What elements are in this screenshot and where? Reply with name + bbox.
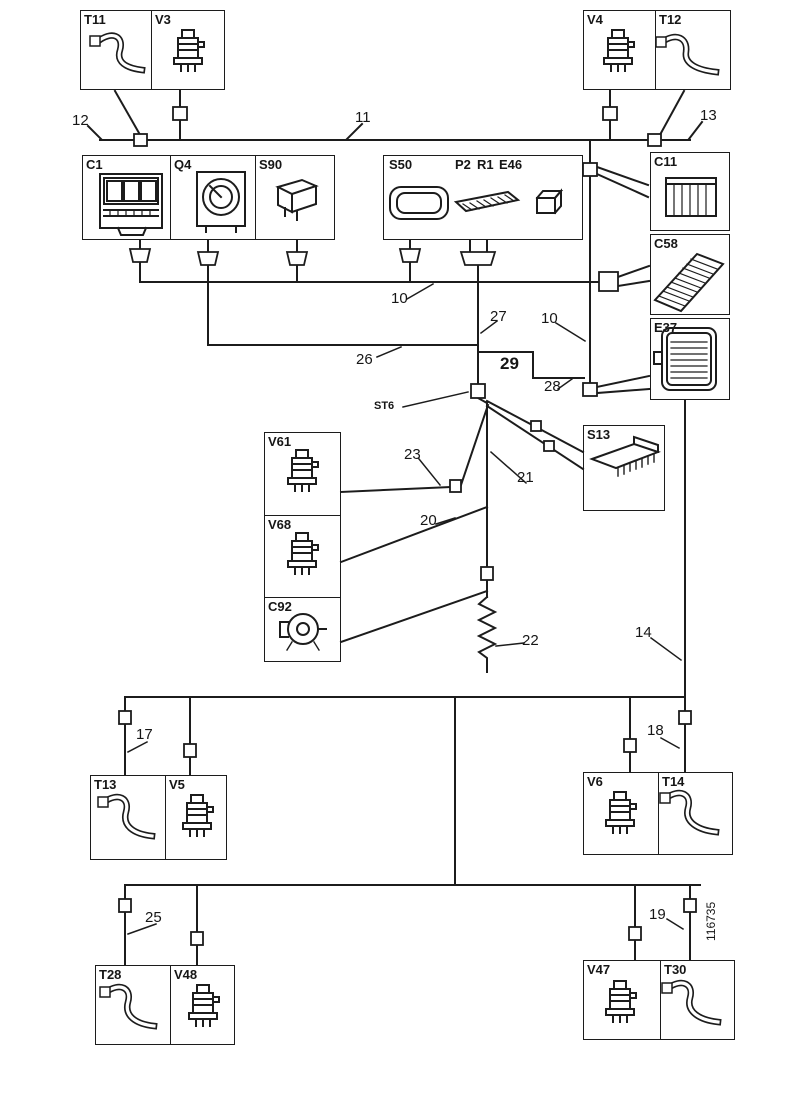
component-label-v3: V3 — [155, 12, 171, 27]
c58-condenser-sketch — [653, 252, 725, 313]
wire-label-18: 18 — [647, 722, 664, 739]
component-box-s50-p2-r1-e46: S50 P2 R1 E46 — [383, 155, 583, 240]
component-box-t12: T12 — [655, 10, 731, 90]
wire-label-21: 21 — [517, 469, 534, 486]
component-label-v6: V6 — [587, 774, 603, 789]
wire-label-26: 26 — [356, 351, 373, 368]
component-box-c11: C11 — [650, 152, 730, 231]
component-box-e37: E37 — [650, 318, 730, 400]
resistor-zigzag — [476, 595, 498, 673]
component-label-p2: P2 — [455, 157, 471, 172]
component-label-v5: V5 — [169, 777, 185, 792]
wire-label-17: 17 — [136, 726, 153, 743]
c92-motor-sketch — [279, 613, 327, 651]
v68-valve-sketch — [287, 532, 319, 575]
component-box-t30: T30 — [660, 960, 735, 1040]
c1-cluster-sketch — [99, 173, 163, 236]
component-box-t14: T14 — [658, 772, 733, 855]
component-box-v3: V3 — [151, 10, 225, 90]
wire-label-14: 14 — [635, 624, 652, 641]
part-number: 116735 — [704, 901, 718, 941]
wire-label-10-left: 10 — [391, 290, 408, 307]
wire-label-28: 28 — [544, 378, 561, 395]
v5-valve-sketch — [182, 794, 214, 837]
s90-switch-sketch — [275, 178, 319, 221]
component-label-v61: V61 — [268, 434, 292, 449]
v47-valve-sketch — [605, 980, 637, 1023]
wire-label-25: 25 — [145, 909, 162, 926]
component-label-t12: T12 — [659, 12, 682, 27]
component-box-s13: S13 — [583, 425, 665, 511]
t11-hose-sketch — [89, 32, 146, 74]
s13-relay-carrier-sketch — [589, 435, 661, 477]
wire-label-11: 11 — [355, 109, 371, 126]
junction-fan-wires — [339, 396, 585, 673]
component-label-r1: R1 — [477, 157, 494, 172]
s50-seal-sketch — [389, 186, 449, 220]
wire-label-19: 19 — [649, 906, 666, 923]
wire-label-27: 27 — [490, 308, 507, 325]
v61-valve-sketch — [287, 449, 319, 492]
wire-label-20: 20 — [420, 512, 437, 529]
e37-unit-sketch — [653, 327, 717, 391]
component-box-v48: V48 — [170, 965, 235, 1045]
component-label-v48: V48 — [174, 967, 198, 982]
wire-label-st6: ST6 — [374, 400, 395, 412]
component-label-v4: V4 — [587, 12, 603, 27]
top-bus-wires — [86, 89, 704, 391]
component-box-c58: C58 — [650, 234, 730, 315]
component-label-t11: T11 — [84, 12, 106, 27]
connector-squares — [118, 106, 697, 946]
component-label-t13: T13 — [94, 777, 117, 792]
component-label-c58: C58 — [654, 236, 678, 251]
plug-connectors — [128, 248, 497, 266]
q4-gauge-sketch — [196, 171, 246, 233]
component-label-t14: T14 — [662, 774, 685, 789]
component-box-s90: S90 — [255, 155, 335, 240]
c11-core-sketch — [665, 177, 717, 217]
wire-label-13: 13 — [700, 107, 717, 124]
component-box-v5: V5 — [165, 775, 227, 860]
e46-cube-sketch — [535, 188, 564, 215]
component-label-v68: V68 — [268, 517, 292, 532]
p2-r1-grille-sketch — [453, 190, 521, 213]
mid-section-wires — [139, 165, 686, 698]
label-leader-lines — [126, 282, 685, 935]
component-label-c1: C1 — [86, 157, 103, 172]
v48-valve-sketch — [188, 984, 220, 1027]
component-label-s50: S50 — [389, 157, 413, 172]
t12-hose-sketch — [655, 33, 720, 76]
wire-label-10-right: 10 — [541, 310, 558, 327]
component-label-q4: Q4 — [174, 157, 192, 172]
component-label-e46: E46 — [499, 157, 523, 172]
v4-valve-sketch — [603, 29, 635, 72]
wire-label-23: 23 — [404, 446, 421, 463]
component-label-s90: S90 — [259, 157, 283, 172]
t14-hose-sketch — [659, 789, 720, 836]
component-label-v47: V47 — [587, 962, 611, 977]
component-box-c92: C92 — [264, 597, 341, 662]
wire-label-22: 22 — [522, 632, 539, 649]
component-label-t30: T30 — [664, 962, 687, 977]
component-label-e37: E37 — [654, 320, 678, 335]
v6-valve-sketch — [605, 791, 637, 834]
wire-label-29: 29 — [500, 354, 519, 373]
wire-label-12: 12 — [72, 112, 89, 129]
component-label-c92: C92 — [268, 599, 292, 614]
component-label-s13: S13 — [587, 427, 611, 442]
t30-hose-sketch — [661, 979, 722, 1026]
t28-hose-sketch — [99, 983, 158, 1030]
component-label-c11: C11 — [654, 154, 678, 169]
component-label-t28: T28 — [99, 967, 122, 982]
t13-hose-sketch — [97, 793, 156, 840]
v3-valve-sketch — [173, 29, 205, 72]
lower-bus-wires — [124, 696, 701, 966]
